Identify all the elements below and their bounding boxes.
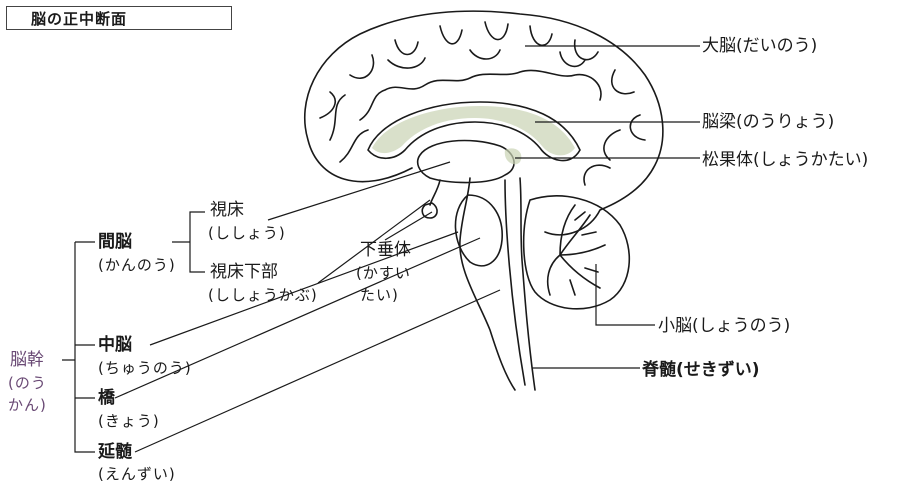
pons-outline (454, 194, 503, 267)
brainstem-outline (459, 177, 536, 391)
label-thalamus-reading: (ししょう) (208, 224, 286, 242)
leader-midbrain (149, 231, 459, 346)
label-corpus-callosum: 脳梁(のうりょう) (702, 112, 835, 132)
label-midbrain-reading: (ちゅうのう) (98, 359, 192, 377)
label-hypothalamus-reading: (ししょうかぶ) (208, 286, 318, 304)
leader-thalamus (267, 161, 451, 221)
label-cerebrum: 大脳(だいのう) (702, 36, 818, 56)
label-brainstem-reading-2: かん) (8, 396, 47, 414)
label-pons-reading: (きょう) (98, 412, 160, 430)
corpus-callosum-fill (372, 106, 575, 156)
label-medulla-reading: (えんずい) (98, 465, 176, 483)
label-pineal-body: 松果体(しょうかたい) (702, 150, 869, 170)
label-pituitary: 下垂体 (360, 240, 411, 260)
cerebellum-outline (522, 195, 631, 310)
thalamus-outline (416, 139, 515, 184)
label-medulla: 延髄 (98, 442, 132, 462)
pituitary-outline (421, 202, 438, 219)
label-spinal-cord: 脊髄(せきずい) (642, 360, 760, 380)
pineal-fill (504, 148, 522, 165)
label-diencephalon: 間脳 (98, 232, 132, 252)
label-cerebellum: 小脳(しょうのう) (658, 316, 791, 336)
label-pituitary-reading-1: (かすい (356, 264, 411, 282)
leader-pituitary (384, 211, 433, 241)
bracket-brainstem (62, 241, 95, 453)
bracket-diencephalon (172, 211, 205, 273)
label-brainstem: 脳幹 (10, 350, 44, 370)
label-thalamus: 視床 (210, 200, 244, 220)
label-pituitary-reading-2: たい) (360, 286, 399, 304)
figure-title: 脳の正中断面 (6, 6, 232, 30)
label-hypothalamus: 視床下部 (210, 262, 278, 282)
leader-medulla (134, 289, 501, 453)
label-pons: 橋 (98, 388, 115, 408)
label-diencephalon-reading: (かんのう) (98, 256, 176, 274)
arbor-vitae (546, 204, 606, 296)
label-brainstem-reading-1: (のう (8, 374, 47, 392)
label-midbrain: 中脳 (98, 335, 132, 355)
leader-cerebellum (595, 264, 655, 326)
leader-hypothalamus (317, 199, 431, 284)
cerebrum-outline (303, 10, 664, 236)
gyri-folds (319, 21, 646, 186)
leader-pons (114, 237, 481, 399)
corpus-callosum-outline (367, 101, 581, 162)
